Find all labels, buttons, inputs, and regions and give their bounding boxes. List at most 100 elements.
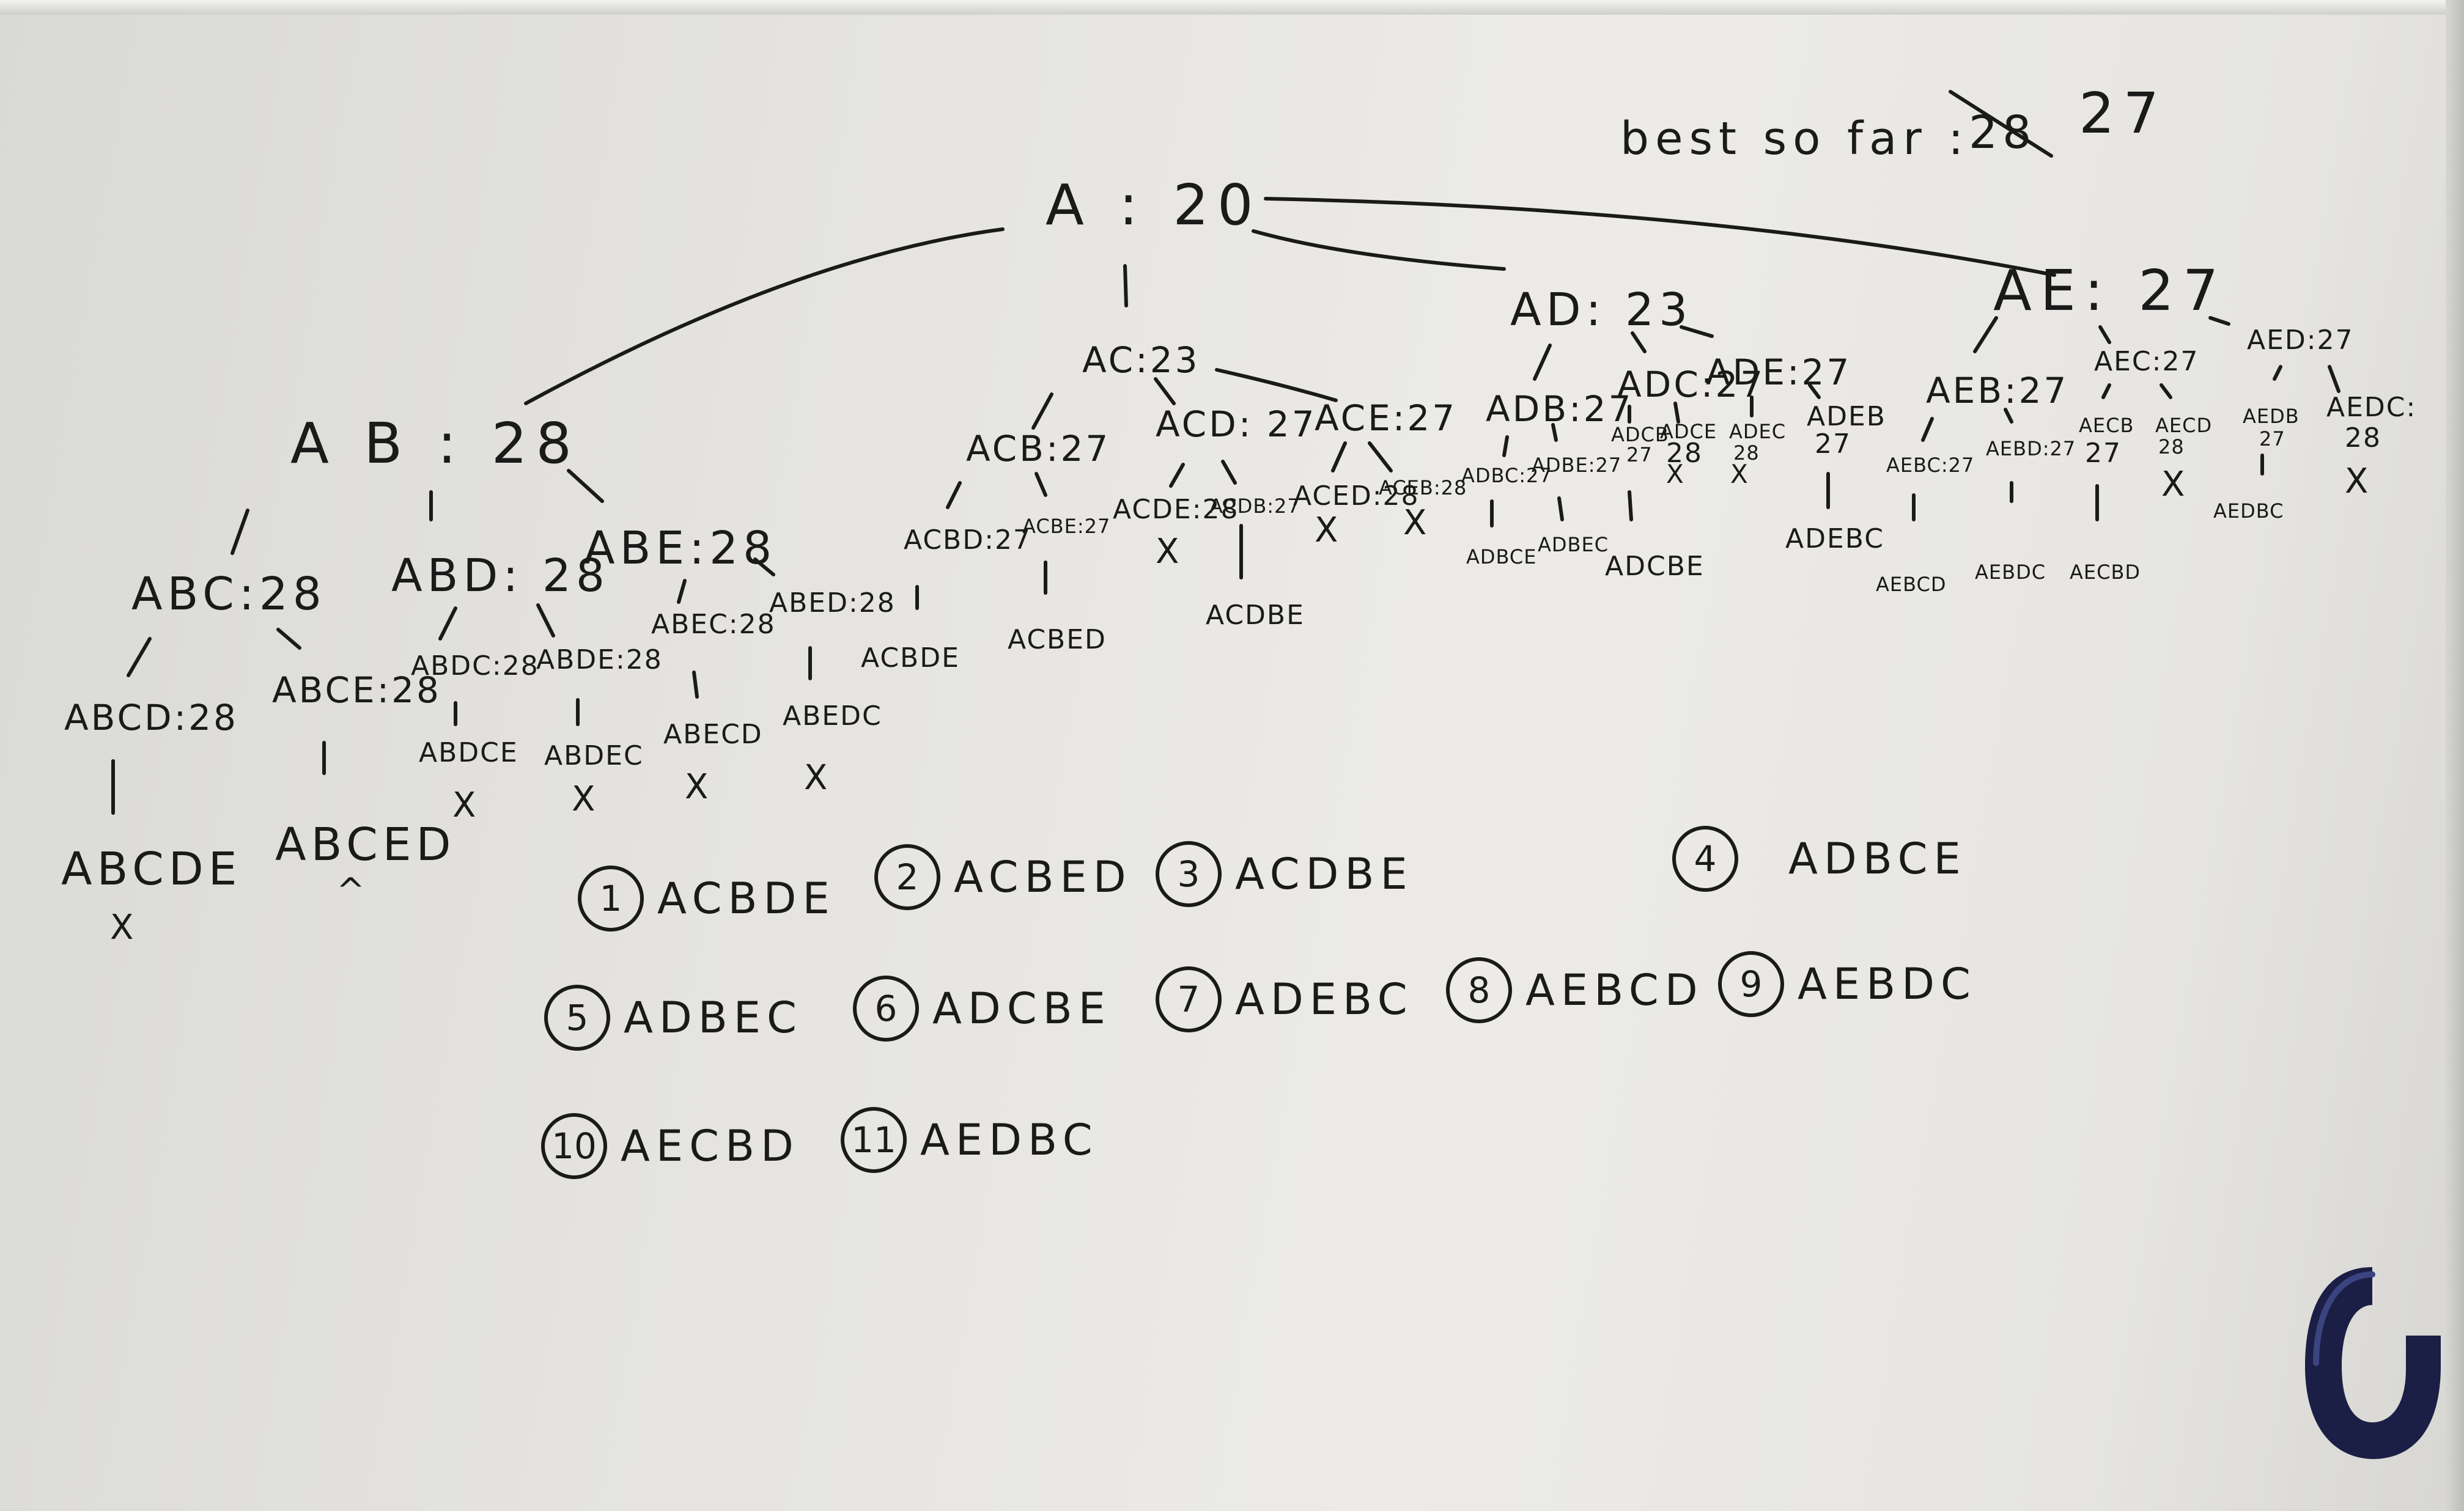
edge-abe-abec	[677, 579, 687, 604]
node-aecb-value: 27	[2085, 438, 2122, 469]
solution-path: ACBED	[954, 852, 1132, 902]
best-label: best so far :	[1620, 112, 1970, 165]
edge-best-strike	[1949, 90, 2053, 158]
node-aeb: AEB:27	[1926, 370, 2069, 411]
node-aebd: AEBD:27	[1986, 437, 2076, 460]
edge-ae-aec	[2098, 325, 2111, 344]
edge-root-ae	[1264, 197, 2056, 277]
pruned-mark-abedc: X	[804, 758, 828, 798]
edge-acd-acdb	[1221, 460, 1237, 485]
pruned-mark-abdec: X	[572, 779, 596, 819]
solution-path: ADCBE	[932, 983, 1112, 1034]
leaf-adebc: ADEBC	[1785, 523, 1884, 554]
leaf-acdbe: ACDBE	[1206, 600, 1305, 631]
solution-item: 2 ACBED	[874, 844, 1132, 911]
edge-adbe-adbec	[1557, 496, 1564, 521]
solution-item: 10 AECBD	[541, 1112, 800, 1180]
solution-path: AECBD	[621, 1121, 800, 1171]
node-root: A : 20	[1046, 172, 1262, 238]
edge-acb-acbe	[1035, 472, 1047, 497]
solution-item: 1 ACBDE	[578, 865, 836, 932]
edge-aeb-aebd	[2004, 408, 2013, 424]
node-adbe: ADBE:27	[1532, 454, 1622, 477]
edge-ade-adeb	[1808, 383, 1821, 399]
solution-path: ACDBE	[1235, 849, 1414, 899]
leaf-abced: ABCED	[275, 818, 456, 871]
solution-number: 10	[541, 1113, 607, 1179]
edge-abc-abcd	[127, 637, 152, 677]
edge-abe-abed	[753, 557, 775, 576]
node-ac: AC:23	[1082, 339, 1200, 381]
edge-ace-aceb	[1368, 441, 1393, 472]
caret-mark-abced: ^	[336, 871, 365, 911]
solution-path: ACBDE	[657, 873, 836, 924]
node-ade: ADE:27	[1706, 351, 1852, 393]
edge-ad-ade	[1680, 325, 1714, 338]
solution-path: AEBCD	[1525, 965, 1704, 1015]
solution-number: 4	[1672, 826, 1738, 892]
leaf-aebcd: AEBCD	[1876, 573, 1947, 596]
node-adce: ADCE	[1660, 420, 1717, 443]
edge-acb-acbd	[946, 481, 962, 509]
pruned-mark-adec: X	[1730, 459, 1748, 489]
node-adc: ADC:27	[1617, 364, 1766, 405]
edge-acd-acde	[1169, 463, 1185, 488]
node-adec-value: 28	[1733, 441, 1760, 465]
solution-item: 11 AEDBC	[841, 1106, 1099, 1174]
node-abcd: ABCD:28	[64, 697, 238, 738]
node-aced: ACED:28	[1293, 480, 1420, 512]
edge-adb-adbc	[1502, 435, 1509, 457]
pruned-mark-aced: X	[1315, 510, 1338, 550]
leaf-adcbe: ADCBE	[1605, 551, 1705, 582]
edge-aec-aecb	[2101, 383, 2111, 399]
edge-aec-aecd	[2160, 383, 2172, 399]
node-abce: ABCE:28	[272, 669, 441, 711]
node-adeb-value: 27	[1815, 428, 1851, 460]
node-acd: ACD: 27	[1156, 403, 1317, 445]
leaf-aecbd: AECBD	[2070, 561, 2141, 584]
node-adeb: ADEB	[1807, 401, 1886, 432]
solution-item: 5 ADBEC	[544, 984, 803, 1051]
node-acb: ACB:27	[966, 428, 1111, 469]
pruned-mark-abecd: X	[685, 767, 709, 807]
solution-item: 6 ADCBE	[853, 975, 1112, 1042]
edge-ad-adc	[1631, 331, 1647, 353]
best-value: 27	[2079, 81, 2168, 146]
pruned-mark-aedc: X	[2345, 461, 2369, 501]
pruned-mark-acde: X	[1156, 532, 1179, 572]
wall-hook-icon	[2305, 1267, 2441, 1459]
edge-ae-aed	[2208, 316, 2230, 326]
node-adec: ADEC	[1729, 420, 1787, 443]
edge-ac-acb	[1031, 392, 1053, 430]
solution-path: AEBDC	[1798, 959, 1977, 1009]
solution-item: 3 ACDBE	[1156, 840, 1414, 908]
solution-number: 2	[874, 844, 940, 910]
node-abde: ABDE:28	[536, 644, 663, 675]
edge-aeb-aebc	[1921, 417, 1934, 442]
edge-adb-adbe	[1551, 423, 1558, 442]
node-abe: ABE:28	[584, 522, 777, 575]
solution-number: 3	[1156, 841, 1222, 907]
pruned-mark-aecd: X	[2161, 465, 2185, 504]
node-abec: ABEC:28	[651, 609, 776, 640]
solution-number: 6	[853, 976, 919, 1042]
solution-item: 7 ADEBC	[1156, 966, 1414, 1033]
edge-ac-ace	[1215, 368, 1338, 402]
solution-path: ADEBC	[1235, 974, 1414, 1024]
leaf-aebdc: AEBDC	[1975, 561, 2046, 584]
node-acbe: ACBE:27	[1022, 515, 1111, 538]
pruned-mark-abdce: X	[452, 785, 476, 825]
edge-ae-aeb	[1973, 316, 1998, 353]
node-ae: AE: 27	[1993, 258, 2227, 323]
leaf-acbed: ACBED	[1008, 624, 1107, 655]
node-abc: ABC:28	[131, 568, 326, 620]
edge-adc-adce	[1673, 402, 1680, 424]
node-aceb: ACEB:28	[1379, 476, 1467, 499]
edge-ad-adb	[1533, 344, 1552, 381]
node-ace: ACE:27	[1315, 397, 1458, 439]
solution-item: 9 AEBDC	[1718, 950, 1977, 1018]
solution-item: 4 ADBCE	[1672, 825, 1967, 892]
node-ab: A B : 28	[290, 411, 580, 476]
